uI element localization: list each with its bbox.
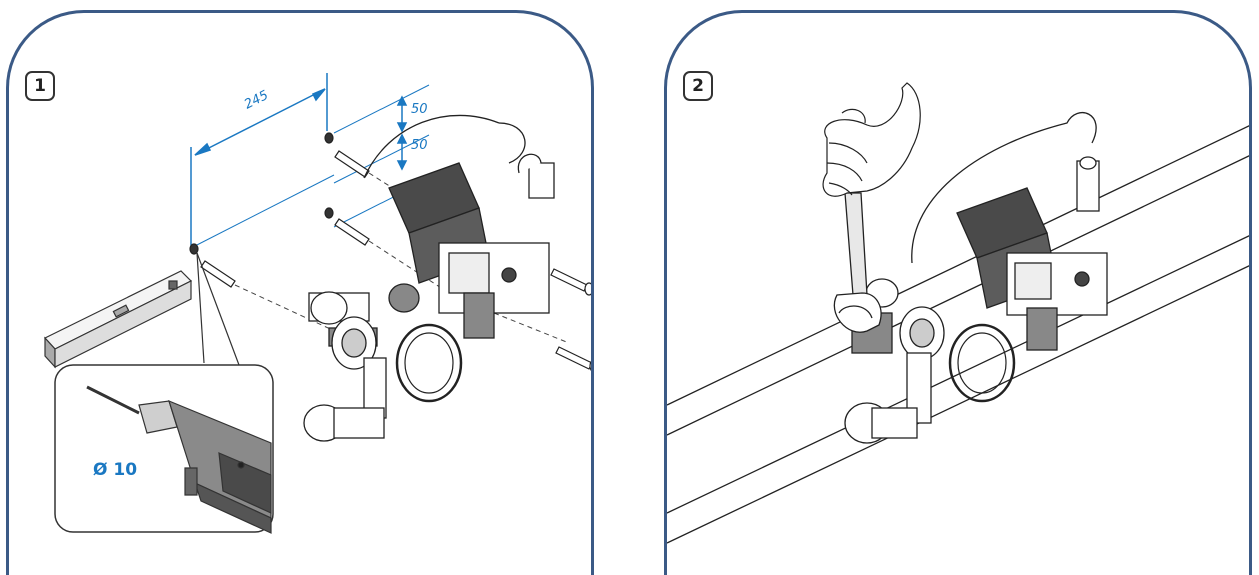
drill-inset: Ø 10 <box>54 364 274 534</box>
step-2-illustration <box>667 82 1249 544</box>
dimension-245: 245 <box>242 88 271 113</box>
pipe-icon <box>667 125 1249 544</box>
wall-plug-icon <box>189 132 370 288</box>
spirit-level-icon <box>44 270 193 369</box>
drill-size-label: Ø 10 <box>93 460 137 480</box>
dimension-lines <box>190 73 430 249</box>
step-number-badge: 1 <box>25 71 55 101</box>
hand-icon <box>822 82 921 197</box>
dimension-50-bottom: 50 <box>411 138 428 153</box>
step-1-panel: 1 245 50 50 <box>6 10 594 575</box>
wrench-icon <box>833 192 882 333</box>
step-number-badge: 2 <box>683 71 713 101</box>
step-1-illustration: 245 50 50 <box>44 73 591 534</box>
screw-icon <box>550 268 591 372</box>
step-2-panel: 2 <box>664 10 1252 575</box>
pump-group-icon <box>844 156 1108 444</box>
pump-group-icon <box>303 114 555 442</box>
sensor-cable <box>911 112 1097 264</box>
dimension-50-top: 50 <box>411 102 428 117</box>
drill-icon <box>86 385 272 534</box>
